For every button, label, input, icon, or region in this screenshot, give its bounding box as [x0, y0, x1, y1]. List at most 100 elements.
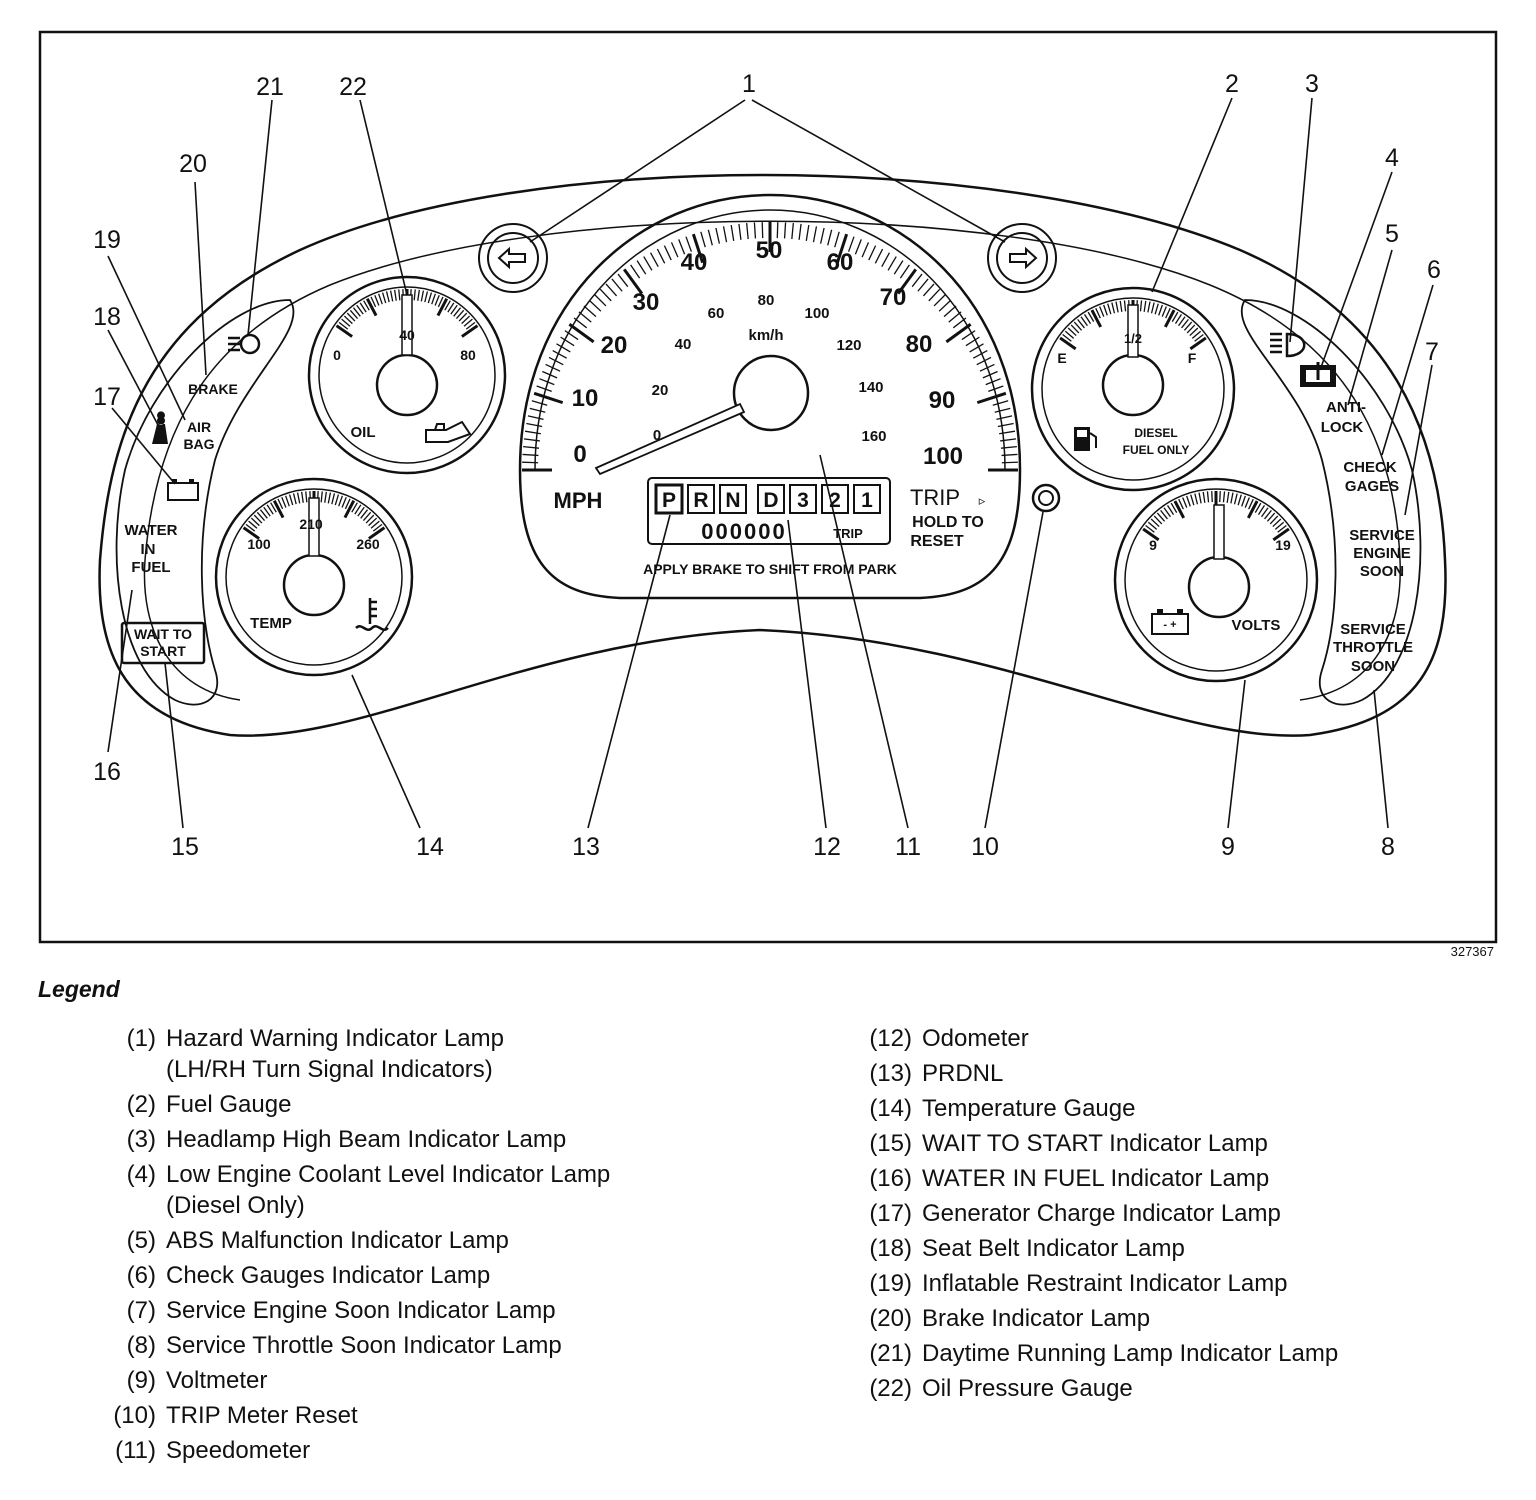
tick-mark [1222, 491, 1226, 503]
tick-mark [1154, 303, 1159, 315]
legend-item: (2)Fuel Gauge [84, 1089, 784, 1120]
tick-mark [320, 491, 323, 503]
oil-gauge-mid: 40 [399, 327, 415, 343]
callout-10: 10 [971, 833, 999, 861]
check-gages-line1: CHECK [1343, 459, 1397, 476]
tick-mark [965, 336, 980, 347]
prndl-letter: D [763, 489, 778, 512]
tick-mark [444, 300, 451, 311]
tick-mark [1001, 453, 1018, 457]
tick-mark [259, 509, 268, 519]
tick-mark [389, 290, 394, 302]
legend-text: Voltmeter [166, 1367, 268, 1394]
legend-number: (15) [869, 1130, 912, 1157]
tick-mark [341, 318, 351, 327]
tick-mark [1181, 318, 1189, 329]
tick-mark [1163, 309, 1176, 328]
tick-mark [700, 231, 706, 248]
legend-text: Brake Indicator Lamp [922, 1305, 1151, 1332]
tick-mark [969, 343, 984, 353]
mph-tick-20: 20 [601, 332, 628, 359]
right-lamp-pod [1240, 299, 1422, 706]
tick-mark [1139, 300, 1143, 312]
tick-mark [1166, 505, 1175, 515]
callout-21: 21 [256, 73, 284, 101]
legend-item: (20)Brake Indicator Lamp [846, 1303, 1506, 1334]
legend-left-column: (1)Hazard Warning Indicator Lamp (LH/RH … [84, 1023, 784, 1470]
fuel-gauge-empty: E [1057, 350, 1066, 366]
right-turn-signal-lamp [987, 223, 1057, 293]
tick-mark [277, 498, 284, 510]
prndl-letter: N [725, 489, 740, 512]
tick-mark [272, 500, 285, 519]
tick-mark [338, 495, 343, 507]
high-beam-icon [1270, 332, 1306, 358]
tick-mark [887, 256, 897, 271]
legend-item: (5)ABS Malfunction Indicator Lamp [84, 1225, 784, 1256]
prndl-letter: P [662, 489, 676, 512]
odometer-trip-label: TRIP [833, 526, 863, 541]
tick-mark [356, 304, 364, 315]
legend-text: Oil Pressure Gauge [922, 1375, 1133, 1402]
mph-label: MPH [554, 488, 603, 513]
tick-mark [1095, 307, 1101, 319]
tick-mark [636, 260, 647, 275]
tick-mark [649, 252, 659, 268]
tick-mark [1142, 527, 1160, 542]
tick-mark [370, 520, 380, 529]
voltmeter-gauge: 9 19 VOLTS - + [1113, 477, 1319, 683]
water-in-fuel-line2: IN [141, 541, 156, 558]
tick-mark [545, 363, 561, 372]
tick-mark [385, 291, 390, 303]
fuel-note-line2: FUEL ONLY [1123, 443, 1190, 457]
legend-number: (22) [869, 1375, 912, 1402]
tick-mark [1150, 302, 1155, 314]
callout-22: 22 [339, 73, 367, 101]
tick-mark [357, 506, 365, 517]
tick-mark [346, 312, 356, 322]
tick-mark [352, 307, 361, 317]
trip-reset-knob [1031, 483, 1061, 513]
tick-mark [556, 343, 571, 353]
tick-mark [1001, 461, 1018, 464]
tick-mark [539, 378, 555, 386]
prndl-window [647, 477, 891, 545]
tick-mark [1219, 491, 1221, 503]
left-lamp-pod [115, 299, 295, 706]
legend-number: (4) [126, 1161, 156, 1188]
tick-mark [248, 520, 258, 529]
tick-mark [338, 321, 349, 330]
legend-number: (18) [869, 1235, 912, 1262]
tick-mark [611, 278, 623, 292]
tick-mark [548, 356, 564, 366]
tick-mark [1186, 495, 1191, 507]
legend-item: (15)WAIT TO START Indicator Lamp [846, 1128, 1506, 1159]
tick-mark [288, 494, 294, 506]
tick-mark [896, 268, 917, 295]
legend-item: (14)Temperature Gauge [846, 1093, 1506, 1124]
tick-mark [1147, 521, 1158, 530]
water-in-fuel-line1: WATER [124, 522, 177, 539]
tick-mark [1237, 494, 1242, 506]
tick-mark [359, 302, 367, 313]
callout-20: 20 [179, 150, 207, 178]
speedometer-tick-marks [522, 222, 1018, 472]
wait-to-start-line2: START [140, 643, 186, 659]
tick-mark [270, 502, 277, 513]
tick-mark [943, 305, 957, 318]
tick-mark [1266, 512, 1276, 522]
tick-mark [417, 289, 420, 301]
speedometer-hub [732, 354, 810, 432]
tick-mark [1246, 500, 1259, 519]
legend-text: Fuel Gauge [166, 1091, 292, 1118]
legend-text: Low Engine Coolant Level Indicator Lamp … [166, 1161, 611, 1219]
tick-mark [368, 517, 378, 527]
tick-mark [1000, 446, 1017, 449]
tick-mark [746, 223, 749, 240]
tick-mark [1178, 316, 1186, 327]
tick-mark [1173, 500, 1186, 519]
tick-mark [436, 298, 449, 317]
tick-mark [365, 298, 378, 317]
tick-mark [1211, 491, 1213, 503]
service-throttle-line3: SOON [1351, 658, 1395, 675]
